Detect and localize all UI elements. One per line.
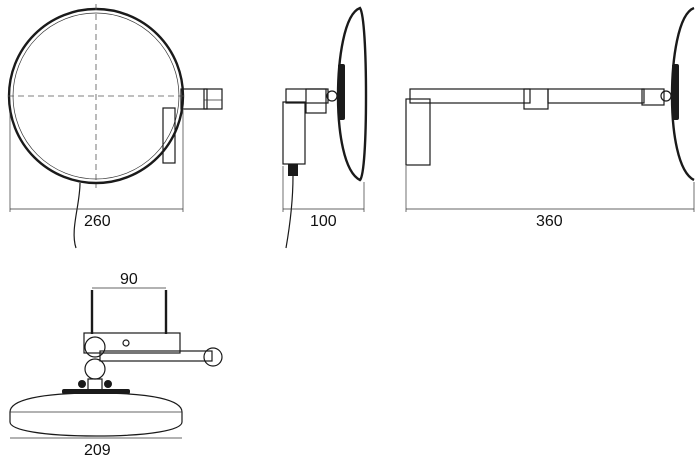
extended-mirror-mount [672, 64, 679, 120]
side-cable [285, 175, 294, 249]
top-knob-left [78, 380, 86, 388]
extended-arm-segment-2 [547, 88, 645, 104]
dim-260-label: 260 [84, 213, 111, 230]
top-view: 90 209 [9, 271, 223, 459]
extended-arm-segment-1 [409, 88, 531, 104]
top-hinge-lower [84, 358, 106, 380]
extended-view: 360 [405, 6, 695, 230]
top-arm [99, 350, 213, 362]
extended-wall-bracket [405, 98, 431, 166]
dim-90-label: 90 [120, 271, 138, 288]
front-hinge-block [203, 88, 223, 110]
side-pivot [326, 90, 338, 102]
front-cable [73, 182, 81, 249]
top-knob-right [104, 380, 112, 388]
front-wall-bracket [162, 107, 176, 164]
side-arm [285, 88, 329, 104]
side-view: 100 [282, 6, 368, 249]
front-view: 260 [7, 4, 223, 249]
top-hinge-upper [84, 336, 106, 358]
front-arm [180, 88, 208, 110]
top-wall-plate [83, 332, 181, 354]
dim-100-label: 100 [310, 213, 337, 230]
extended-pivot [660, 90, 672, 102]
side-mirror-disc [336, 6, 368, 182]
side-mirror-mount [338, 64, 345, 120]
side-arm-joint [305, 88, 327, 114]
top-mirror-disc [9, 392, 183, 437]
side-cable-gland [288, 164, 298, 176]
dim-209-label: 209 [84, 442, 111, 459]
side-wall-bracket [282, 101, 306, 165]
top-arm-end-pivot [203, 347, 223, 367]
extended-arm-joint-2 [641, 88, 665, 106]
top-plate-screw [122, 339, 130, 347]
extended-arm-joint-1 [523, 88, 549, 110]
dim-360-label: 360 [536, 213, 563, 230]
